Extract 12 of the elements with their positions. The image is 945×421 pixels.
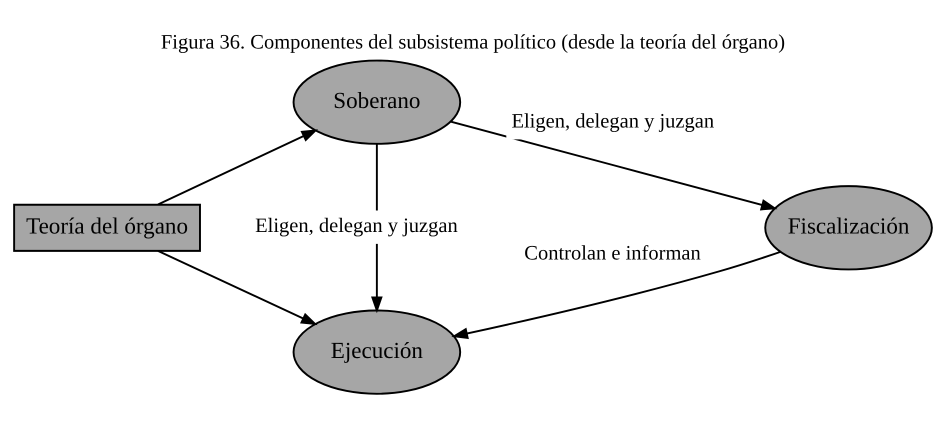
edge-label: Eligen, delegan y juzgan [510, 110, 714, 133]
arrow [450, 250, 780, 340]
node-ellipse: Fiscalización [764, 185, 932, 270]
arrow [450, 120, 778, 210]
edge-label: Controlan e informan [524, 242, 700, 265]
edge-label: Eligen, delegan y juzgan [254, 215, 458, 238]
node-box: Teoría del órgano [12, 204, 200, 252]
arrow [157, 129, 318, 206]
node-ellipse: Ejecución [292, 310, 461, 395]
node-ellipse: Soberano [292, 60, 461, 145]
diagram-title: Figura 36. Componentes del subsistema político (desde la teoría del órgano) [160, 32, 785, 54]
arrow [157, 250, 318, 326]
